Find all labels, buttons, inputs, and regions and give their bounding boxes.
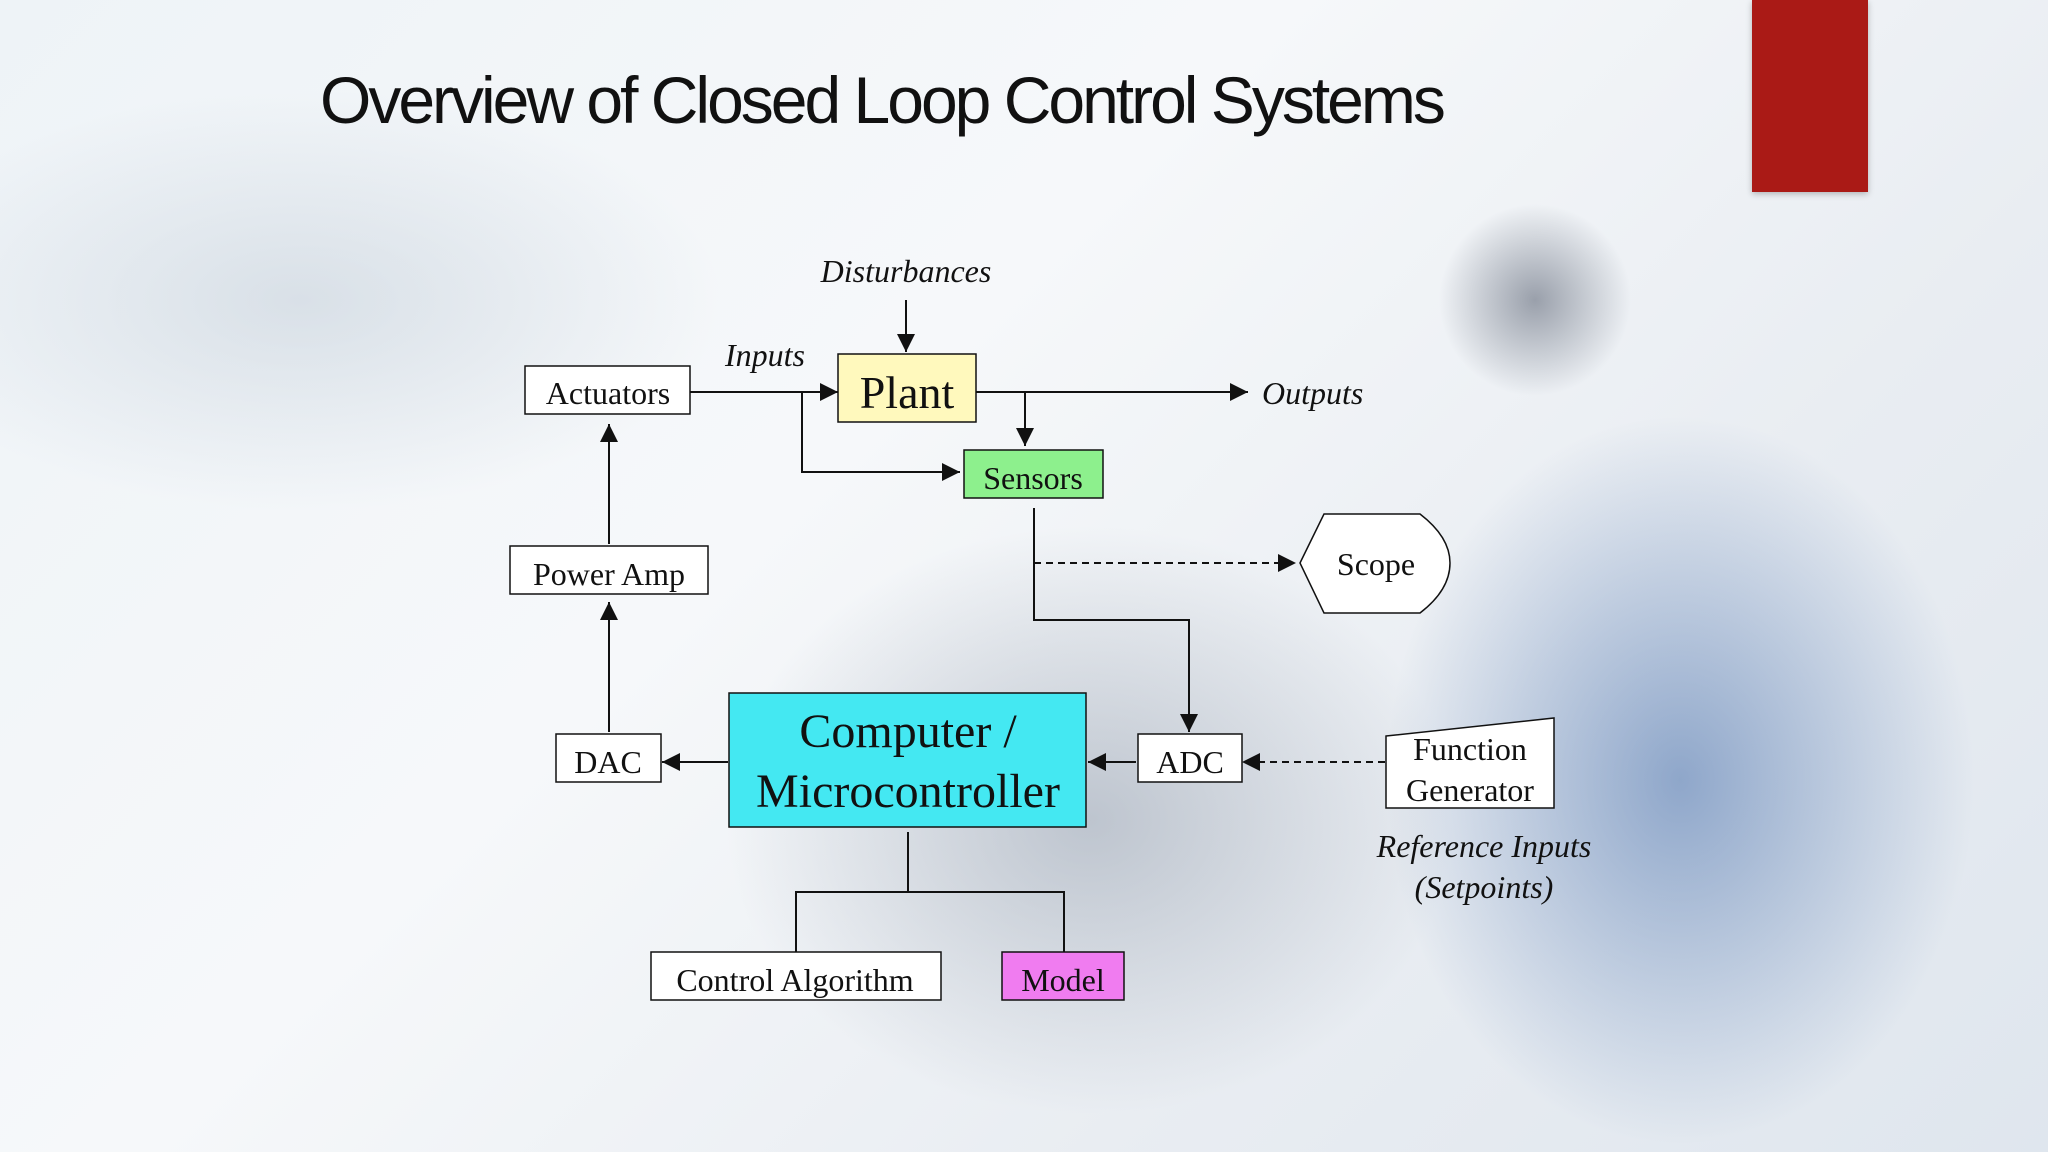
adc-block: ADC bbox=[1137, 733, 1243, 783]
outputs-label: Outputs bbox=[1262, 375, 1363, 411]
function-generator-label-line2: Generator bbox=[1406, 772, 1534, 808]
actuators-block: Actuators bbox=[524, 365, 691, 415]
power-amp-block: Power Amp bbox=[509, 545, 709, 595]
control-algorithm-block: Control Algorithm bbox=[650, 951, 942, 1001]
power-amp-label: Power Amp bbox=[533, 556, 685, 592]
computer-label-line2: Microcontroller bbox=[756, 765, 1060, 818]
reference-inputs-label-line1: Reference Inputs bbox=[1376, 828, 1592, 864]
computer-block: Computer / Microcontroller bbox=[728, 692, 1087, 828]
actuators-label: Actuators bbox=[546, 375, 670, 411]
scope-block: Scope bbox=[1299, 513, 1451, 614]
scope-label: Scope bbox=[1337, 546, 1415, 582]
sensors-label: Sensors bbox=[983, 460, 1083, 496]
computer-to-model-line bbox=[908, 891, 1065, 952]
computer-label-line1: Computer / bbox=[799, 705, 1017, 758]
adc-label: ADC bbox=[1156, 744, 1224, 780]
plant-label: Plant bbox=[860, 367, 955, 418]
plant-block: Plant bbox=[837, 353, 977, 423]
inputs-label: Inputs bbox=[724, 337, 805, 373]
model-label: Model bbox=[1021, 962, 1105, 998]
slide-title: Overview of Closed Loop Control Systems bbox=[320, 63, 1446, 137]
function-generator-block: Function Generator bbox=[1385, 717, 1555, 809]
model-block: Model bbox=[1001, 951, 1125, 1001]
computer-to-submodules-line bbox=[795, 832, 909, 952]
accent-bar bbox=[1752, 0, 1868, 192]
control-algorithm-label: Control Algorithm bbox=[676, 962, 913, 998]
dac-label: DAC bbox=[574, 744, 642, 780]
dac-block: DAC bbox=[555, 733, 662, 783]
reference-inputs-label-line2: (Setpoints) bbox=[1415, 869, 1554, 905]
function-generator-label-line1: Function bbox=[1413, 731, 1527, 767]
inputs-to-sensors-arrow bbox=[801, 392, 960, 481]
sensors-block: Sensors bbox=[963, 449, 1104, 499]
disturbances-label: Disturbances bbox=[820, 253, 992, 289]
